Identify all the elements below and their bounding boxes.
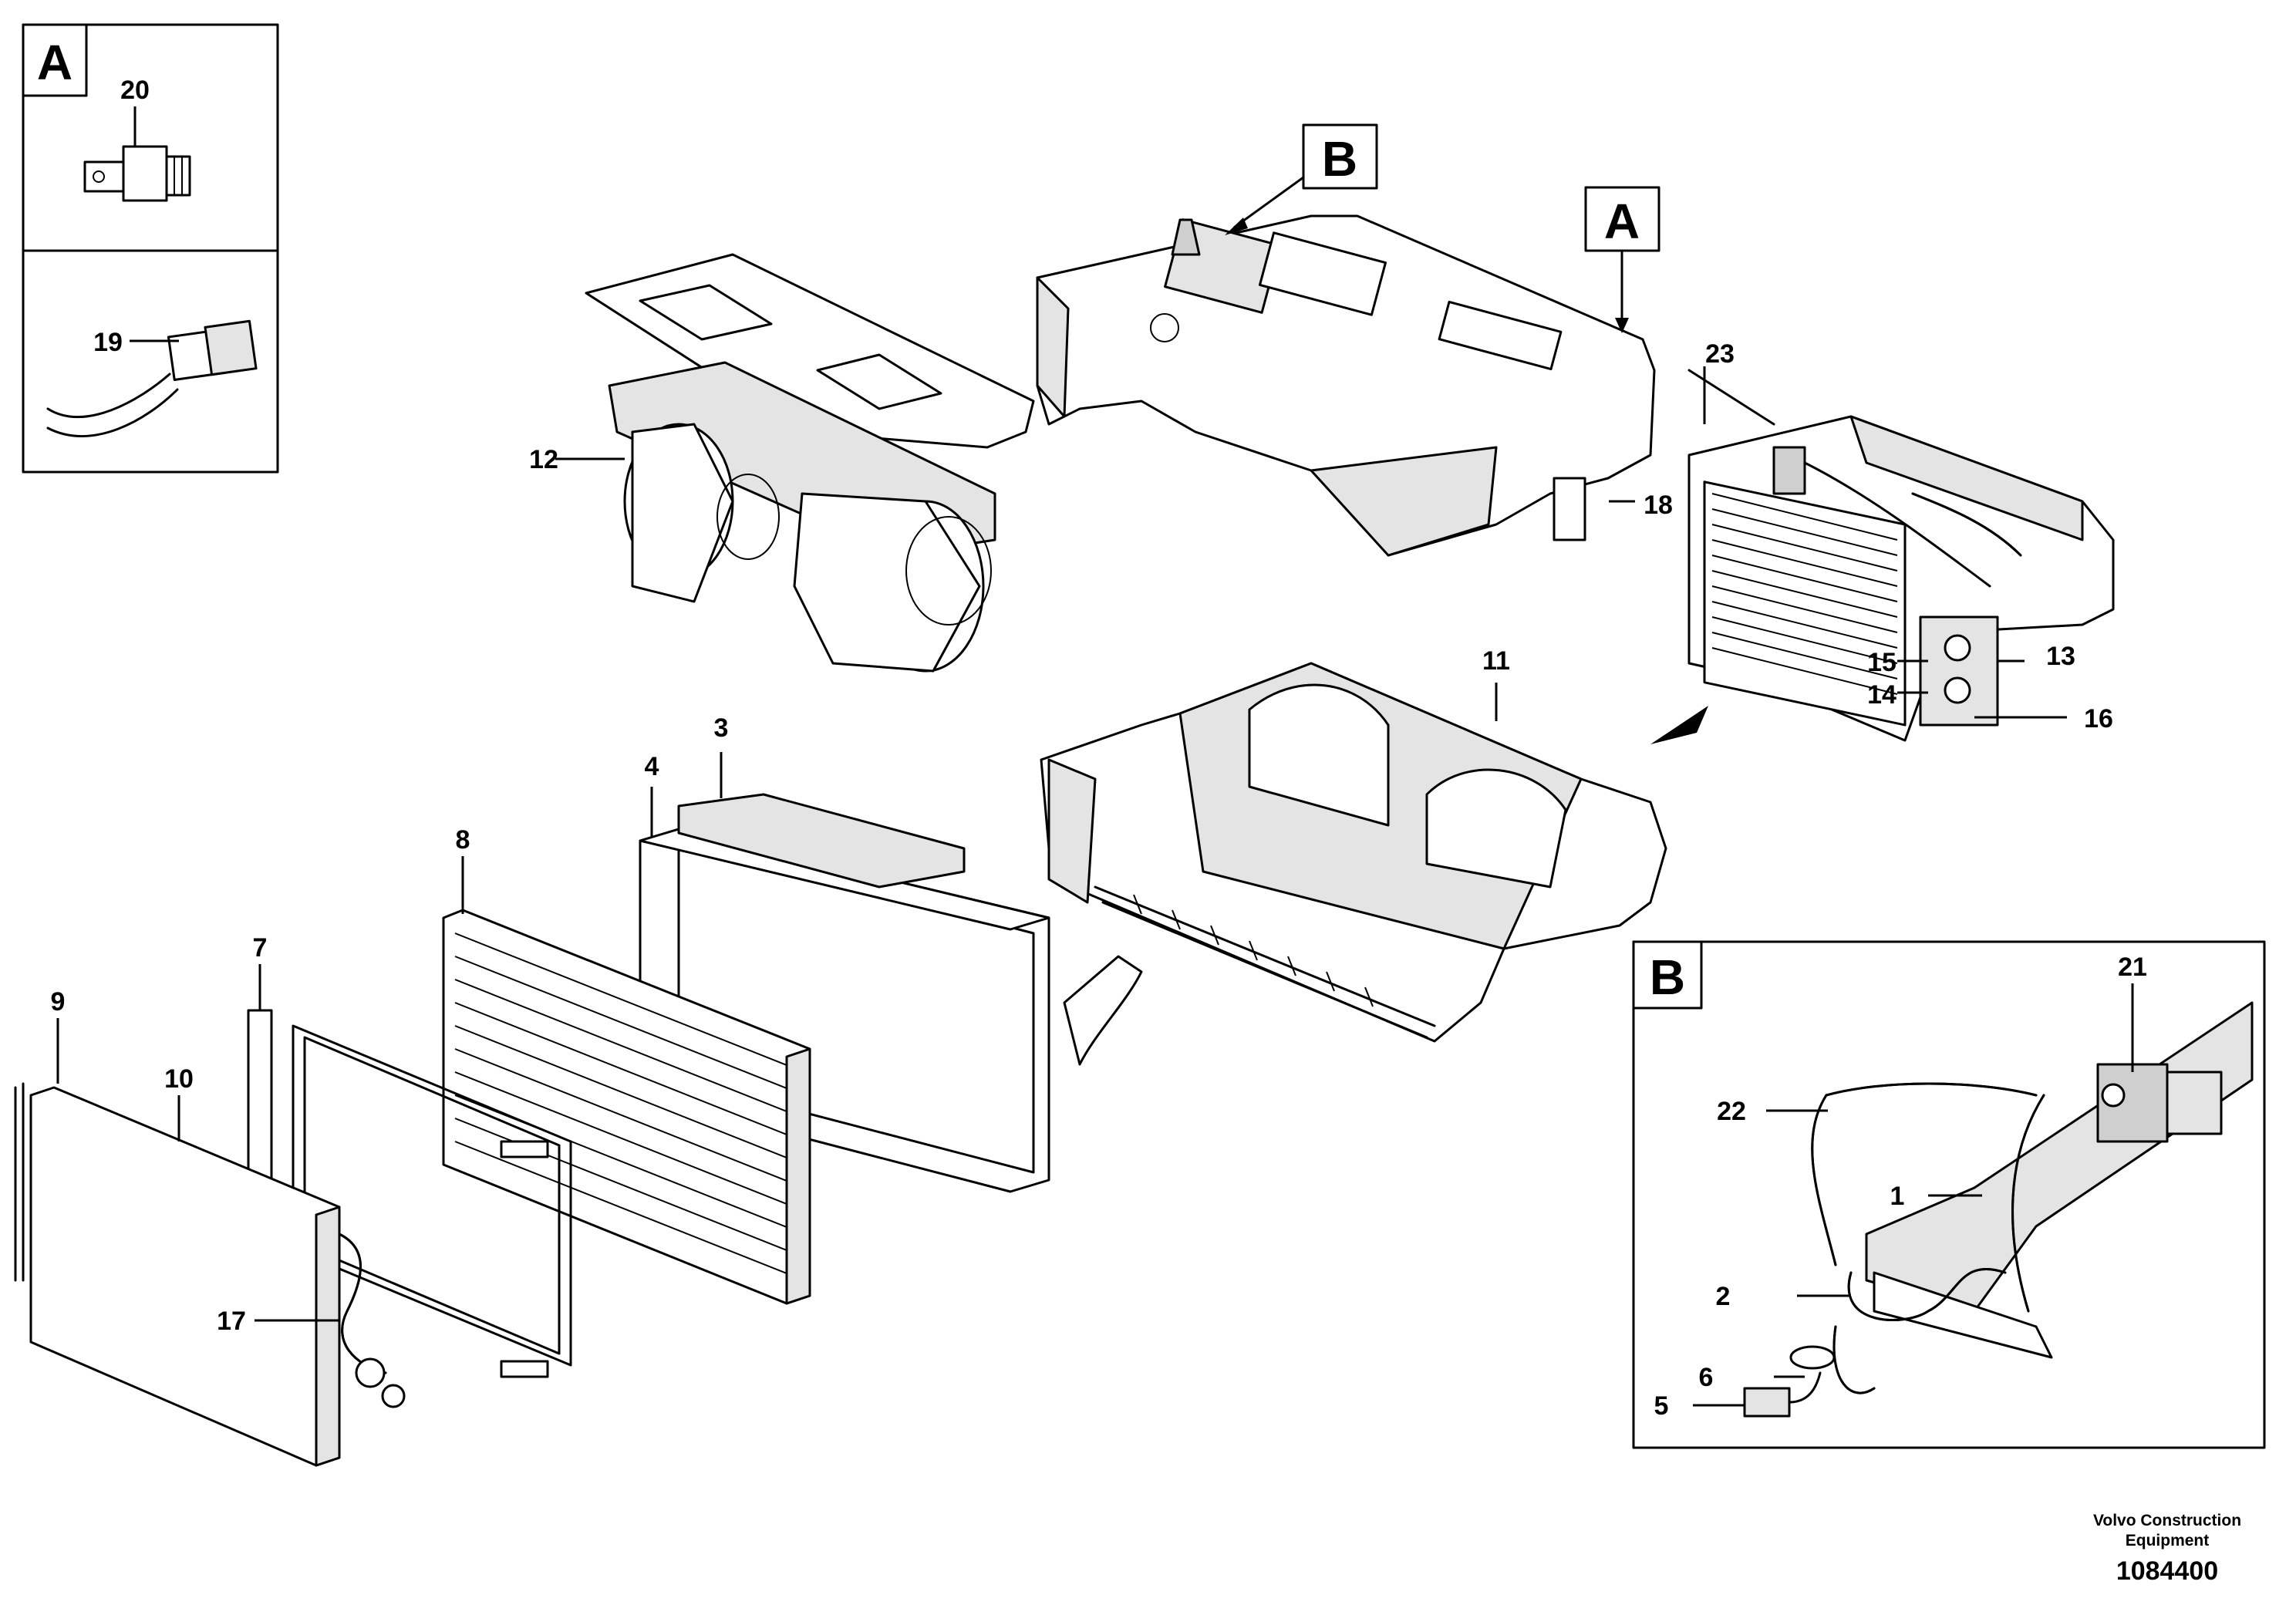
condenser-part bbox=[442, 909, 811, 1305]
heater-evaporator-assembly bbox=[1687, 369, 2115, 742]
filter-frame-part bbox=[639, 793, 1143, 1193]
callout-12: 12 bbox=[529, 445, 558, 474]
detail-box-b-letter: B bbox=[1650, 949, 1685, 1005]
callout-1: 1 bbox=[1890, 1182, 1905, 1211]
callout-20: 20 bbox=[120, 76, 150, 105]
filter-plate-part bbox=[585, 253, 1035, 449]
footer-brand-line2: Equipment bbox=[2126, 1532, 2210, 1549]
evaporator-core-part bbox=[14, 1082, 406, 1467]
callout-14: 14 bbox=[1867, 680, 1896, 710]
callout-9: 9 bbox=[51, 987, 66, 1017]
reference-flag-b-letter: B bbox=[1322, 131, 1357, 187]
callout-11: 11 bbox=[1482, 646, 1510, 676]
seal-frame-part bbox=[247, 1009, 572, 1378]
callout-4: 4 bbox=[645, 752, 659, 781]
callout-5: 5 bbox=[1654, 1391, 1669, 1421]
relay-part bbox=[83, 145, 191, 202]
detail-box-a-letter: A bbox=[37, 35, 72, 90]
callout-22: 22 bbox=[1717, 1097, 1746, 1126]
callout-10: 10 bbox=[164, 1064, 194, 1094]
reference-flag-b: B bbox=[1225, 123, 1378, 235]
callout-6: 6 bbox=[1699, 1363, 1714, 1392]
callout-3: 3 bbox=[714, 713, 729, 743]
callout-labels: 20 19 12 18 23 15 14 13 16 11 3 4 8 7 9 … bbox=[51, 76, 2147, 1421]
callout-2: 2 bbox=[1716, 1282, 1731, 1311]
callout-15: 15 bbox=[1867, 648, 1896, 677]
footer-brand-line1: Volvo Construction bbox=[2093, 1512, 2241, 1529]
blower-unit-part bbox=[608, 361, 996, 673]
lower-housing-part bbox=[1040, 662, 1667, 1043]
callout-19: 19 bbox=[93, 328, 123, 357]
callout-21: 21 bbox=[2118, 953, 2147, 982]
callout-8: 8 bbox=[456, 825, 470, 855]
callout-16: 16 bbox=[2084, 704, 2113, 733]
reference-flag-a-letter: A bbox=[1604, 194, 1640, 249]
detail-box-b: B bbox=[1632, 940, 2266, 1449]
top-cover-part bbox=[1036, 214, 1656, 557]
detail-box-a: A bbox=[22, 23, 279, 474]
connector-part bbox=[46, 319, 258, 437]
footer: Volvo Construction Equipment 1084400 bbox=[2093, 1512, 2241, 1586]
callout-13: 13 bbox=[2046, 642, 2075, 671]
callout-7: 7 bbox=[253, 933, 268, 963]
reference-flag-a: A bbox=[1584, 186, 1660, 333]
drawing-number: 1084400 bbox=[2116, 1556, 2218, 1586]
callout-17: 17 bbox=[217, 1307, 246, 1336]
callout-18: 18 bbox=[1644, 491, 1673, 520]
callout-23: 23 bbox=[1705, 339, 1735, 369]
